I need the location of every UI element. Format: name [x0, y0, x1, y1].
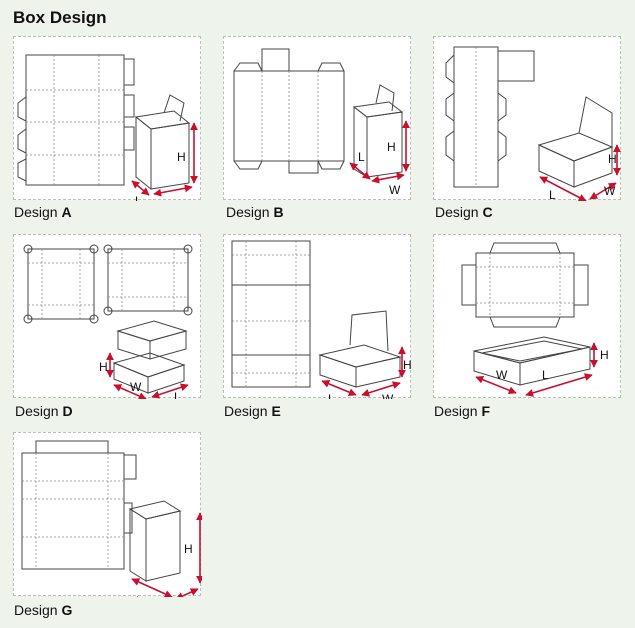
design-e-diagram: H L W	[231, 240, 412, 399]
design-b-l-label: L	[358, 150, 365, 164]
design-d-panel: H W L	[13, 234, 201, 399]
design-g-l-label: L	[136, 594, 143, 597]
design-e-box	[318, 310, 402, 388]
design-f-dieline	[461, 242, 589, 328]
design-e-dimensions: H L W	[321, 346, 412, 399]
design-g-dieline	[21, 440, 137, 570]
design-a-box	[134, 94, 191, 191]
design-d-diagram: H W L	[23, 244, 193, 399]
design-d-h-label: H	[99, 360, 108, 374]
design-a-h-label: H	[177, 150, 186, 164]
design-f-panel: H W L	[433, 234, 621, 398]
design-g-panel: H L W	[13, 432, 202, 597]
design-a-l-label: L	[135, 194, 142, 201]
design-d-dieline-left	[23, 244, 99, 324]
design-f-caption: Design F	[434, 403, 491, 419]
design-d-dieline-right	[103, 244, 193, 316]
design-e-panel: H L W	[223, 234, 412, 399]
design-b-diagram: H L W	[233, 48, 410, 197]
design-d-caption: Design D	[15, 403, 73, 419]
design-b-caption: Design B	[226, 204, 284, 220]
design-e-l-label: L	[328, 392, 335, 399]
design-g-box	[128, 500, 182, 582]
design-c-box	[537, 96, 614, 188]
design-d-box	[112, 320, 188, 394]
design-c-dieline	[445, 46, 535, 188]
design-c-l-label: L	[549, 188, 556, 201]
design-f-w-label: W	[496, 368, 508, 382]
design-c-panel: H L W	[433, 36, 621, 201]
design-d-l-label: L	[174, 390, 181, 399]
design-g-h-label: H	[184, 542, 193, 556]
design-e-w-label: W	[382, 392, 394, 399]
design-f-diagram: H W L	[461, 242, 609, 397]
design-e-h-label: H	[403, 358, 412, 372]
design-b-dimensions: H L W	[349, 120, 410, 197]
design-a-diagram: H L W	[17, 54, 198, 201]
design-b-w-label: W	[389, 183, 401, 197]
design-c-diagram: H L W	[445, 46, 621, 201]
design-a-dieline	[17, 54, 135, 186]
design-g-dimensions: H L W	[131, 512, 202, 597]
design-a-panel: H L W	[13, 36, 201, 201]
design-f-l-label: L	[542, 368, 549, 382]
design-c-caption: Design C	[435, 204, 493, 220]
design-b-h-label: H	[387, 140, 396, 154]
design-d-dimensions: H W L	[99, 352, 189, 399]
design-e-caption: Design E	[224, 403, 281, 419]
design-b-panel: H L W	[223, 36, 411, 200]
design-c-dimensions: H L W	[539, 144, 621, 201]
design-b-dieline	[233, 48, 345, 174]
design-f-box	[473, 336, 591, 386]
design-c-w-label: W	[604, 184, 616, 198]
design-d-w-label: W	[130, 380, 142, 394]
design-f-dimensions: H W L	[475, 342, 609, 397]
design-g-caption: Design G	[14, 602, 73, 618]
design-g-diagram: H L W	[21, 440, 202, 597]
design-a-caption: Design A	[14, 204, 72, 220]
design-f-h-label: H	[600, 348, 609, 362]
design-c-h-label: H	[608, 152, 617, 166]
page-title: Box Design	[13, 8, 107, 27]
design-e-dieline	[231, 240, 311, 388]
design-a-dimensions: H L W	[131, 122, 198, 201]
